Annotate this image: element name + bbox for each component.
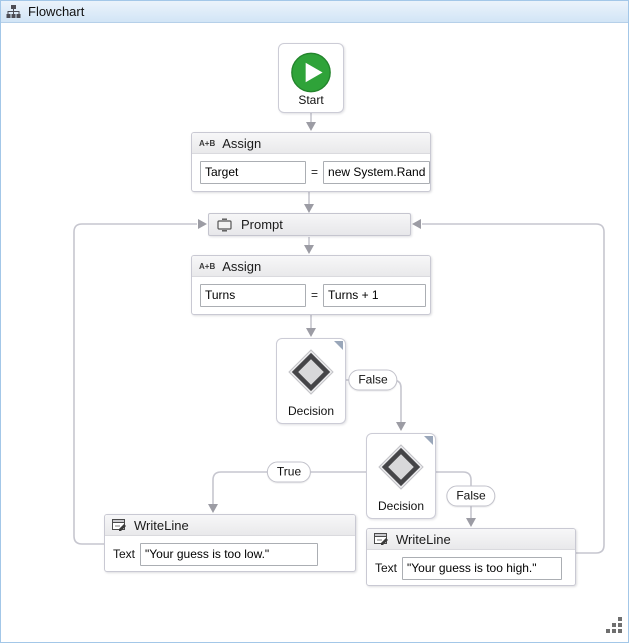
arrowhead: [396, 422, 406, 431]
assign-turns-to-input[interactable]: [200, 283, 306, 307]
connector-loop-right[interactable]: [422, 223, 605, 554]
arrowhead: [412, 219, 421, 229]
branch-label-false-1[interactable]: False: [348, 369, 398, 391]
writeline-low-activity[interactable]: WriteLine Text: [104, 514, 356, 572]
title-bar[interactable]: Flowchart: [1, 1, 628, 23]
arrowhead: [306, 328, 316, 337]
arrowhead: [306, 122, 316, 131]
writeline-high-header[interactable]: WriteLine: [367, 529, 575, 550]
writeline-low-header[interactable]: WriteLine: [105, 515, 355, 536]
equals-sign: =: [311, 165, 319, 179]
resize-grip[interactable]: [606, 617, 623, 634]
decision-diamond-icon: [288, 349, 334, 395]
decision2-label: Decision: [377, 499, 425, 513]
start-play-icon: [291, 52, 331, 93]
arrowhead: [208, 504, 218, 513]
prompt-icon: [217, 218, 232, 231]
assign-target-activity[interactable]: A+B Assign =: [191, 132, 431, 192]
assign-turns-activity[interactable]: A+B Assign =: [191, 255, 431, 315]
assign-icon: A+B: [199, 138, 216, 148]
arrowhead: [466, 518, 476, 527]
collapse-adorner-icon[interactable]: [424, 436, 433, 445]
assign-turns-value-input[interactable]: [323, 283, 427, 307]
assign-icon: A+B: [199, 261, 216, 271]
flowchart-icon: [6, 5, 21, 18]
start-node[interactable]: Start: [278, 43, 344, 113]
start-label: Start: [298, 93, 324, 107]
text-field-label: Text: [113, 547, 136, 561]
decision1-label: Decision: [287, 404, 335, 418]
text-field-label: Text: [375, 561, 398, 575]
arrowhead: [198, 219, 207, 229]
decision-diamond-icon: [378, 444, 424, 490]
branch-label-true[interactable]: True: [266, 461, 312, 483]
assign-turns-header[interactable]: A+B Assign: [192, 256, 430, 277]
equals-sign: =: [311, 288, 319, 302]
arrowhead: [304, 245, 314, 254]
writeline-low-title: WriteLine: [134, 517, 189, 533]
arrowhead: [304, 204, 314, 213]
writeline-icon: [112, 518, 126, 531]
designer-title: Flowchart: [28, 4, 85, 19]
assign-target-value-input[interactable]: [323, 160, 431, 184]
assign-turns-title: Assign: [222, 258, 262, 274]
decision2-node[interactable]: Decision: [366, 433, 436, 519]
connector-decision2-false[interactable]: [436, 471, 472, 518]
assign-target-title: Assign: [222, 135, 262, 151]
branch-label-false-2[interactable]: False: [446, 485, 496, 507]
assign-target-to-input[interactable]: [200, 160, 306, 184]
writeline-icon: [374, 532, 388, 545]
writeline-low-text-input[interactable]: [140, 542, 319, 566]
decision1-node[interactable]: Decision: [276, 338, 346, 424]
connector-loop-left[interactable]: [73, 223, 197, 545]
writeline-high-title: WriteLine: [396, 531, 451, 547]
connector-decision2-true[interactable]: [212, 471, 366, 505]
writeline-high-text-input[interactable]: [402, 556, 563, 580]
assign-target-header[interactable]: A+B Assign: [192, 133, 430, 154]
writeline-high-activity[interactable]: WriteLine Text: [366, 528, 576, 586]
prompt-title: Prompt: [241, 217, 283, 232]
collapse-adorner-icon[interactable]: [334, 341, 343, 350]
prompt-activity[interactable]: Prompt: [208, 213, 411, 236]
